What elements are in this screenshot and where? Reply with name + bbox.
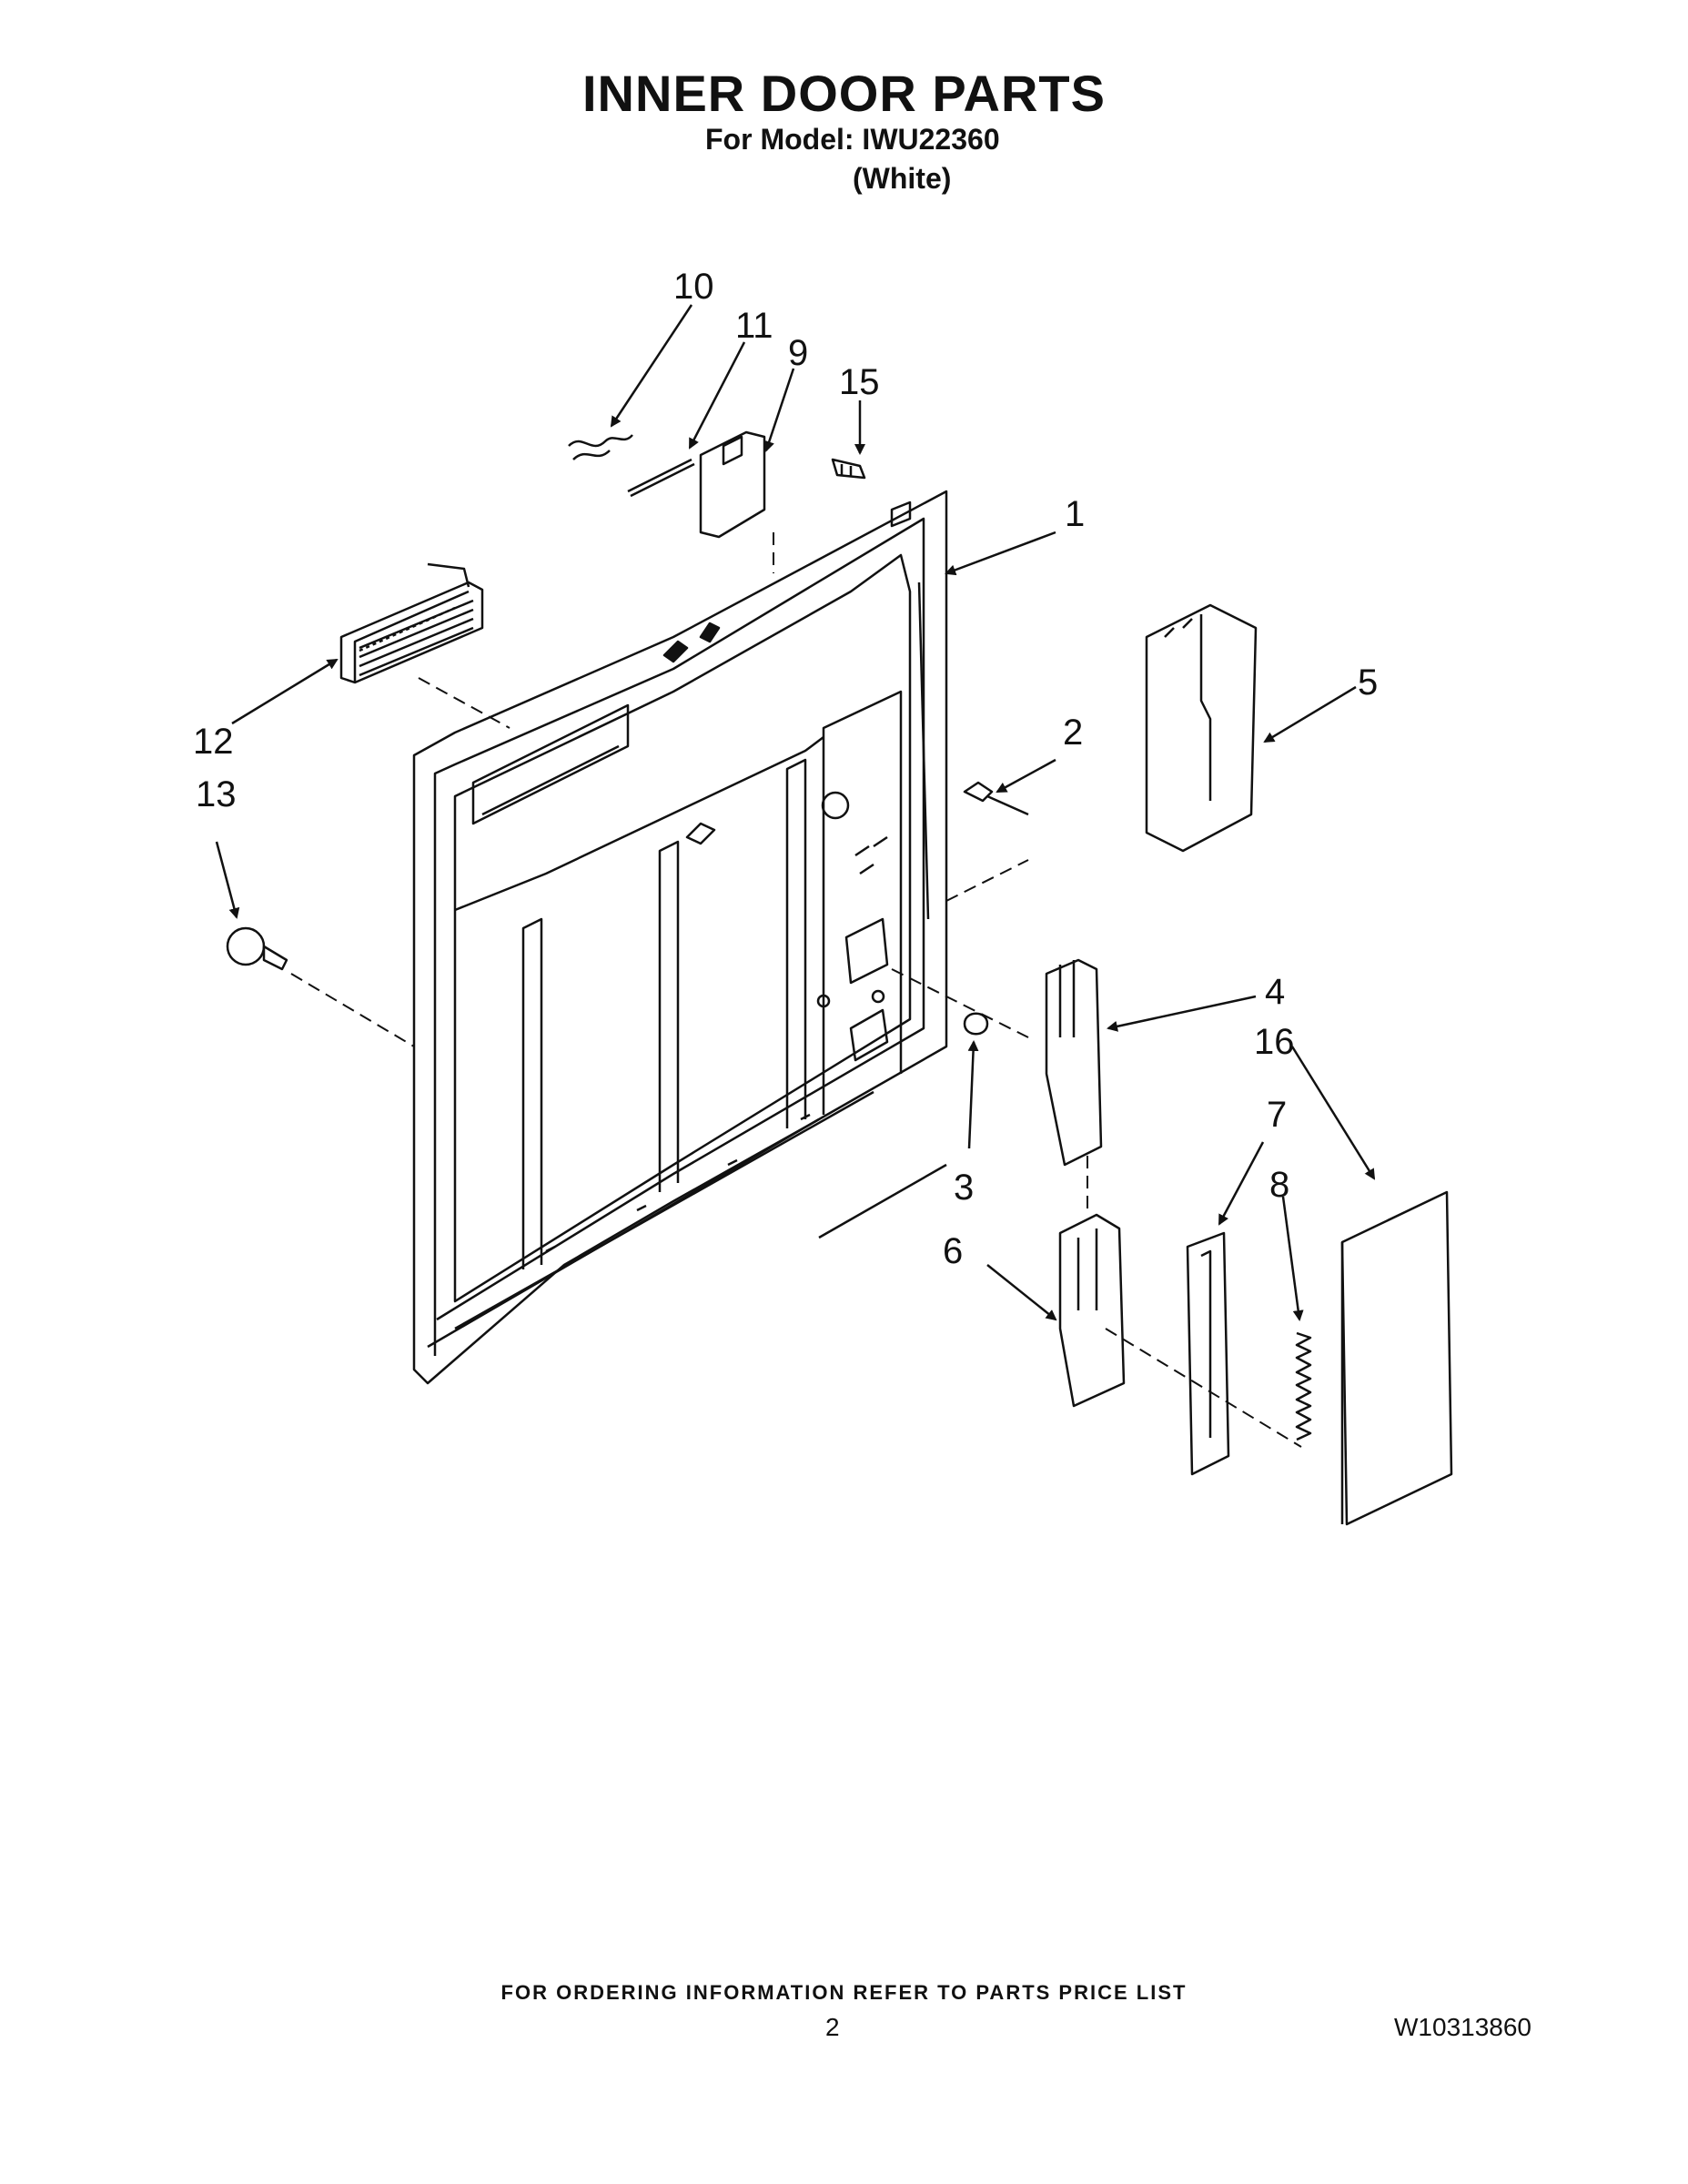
- leader-lines: [215, 304, 1376, 1321]
- callout-4: 4: [1265, 972, 1286, 1012]
- document-number: W10313860: [1394, 2013, 1532, 2041]
- part-7-slider: [1186, 1231, 1230, 1476]
- part-10-spring: [568, 434, 633, 460]
- part-13-knob: [226, 926, 288, 971]
- model-variant: (White): [853, 162, 952, 195]
- callout-5: 5: [1358, 662, 1379, 703]
- part-5-module: [1145, 603, 1258, 853]
- model-line: For Model: IWU22360: [705, 123, 1000, 156]
- part-11-rod: [627, 458, 695, 498]
- part-2-pin: [963, 781, 1029, 816]
- callout-1: 1: [1065, 494, 1086, 534]
- callout-12: 12: [193, 722, 234, 762]
- callout-10: 10: [673, 267, 714, 307]
- callout-3: 3: [954, 1168, 975, 1208]
- part-8-spring: [1295, 1331, 1312, 1441]
- part-6-bracket: [1058, 1213, 1126, 1408]
- ordering-note: FOR ORDERING INFORMATION REFER TO PARTS …: [500, 1981, 1188, 2004]
- callout-9: 9: [788, 333, 809, 373]
- part-12-handle: [339, 562, 484, 684]
- callout-16: 16: [1254, 1022, 1295, 1062]
- assembly-lines: [290, 532, 1302, 1448]
- callout-7: 7: [1267, 1095, 1288, 1135]
- part-9-cover: [699, 430, 766, 539]
- part-4-latch: [1045, 958, 1103, 1167]
- part-16-cover-panel: [1340, 1190, 1453, 1526]
- part-15-screw: [831, 458, 866, 480]
- page-number: 2: [825, 2013, 840, 2041]
- inner-door-panel: [412, 490, 948, 1385]
- callout-8: 8: [1269, 1165, 1290, 1205]
- callout-6: 6: [943, 1231, 964, 1271]
- callout-13: 13: [196, 774, 237, 814]
- page-title: INNER DOOR PARTS: [582, 65, 1106, 122]
- callout-2: 2: [1063, 713, 1084, 753]
- callout-15: 15: [839, 362, 880, 402]
- part-3-bumper: [963, 1012, 989, 1036]
- callout-11: 11: [735, 306, 773, 346]
